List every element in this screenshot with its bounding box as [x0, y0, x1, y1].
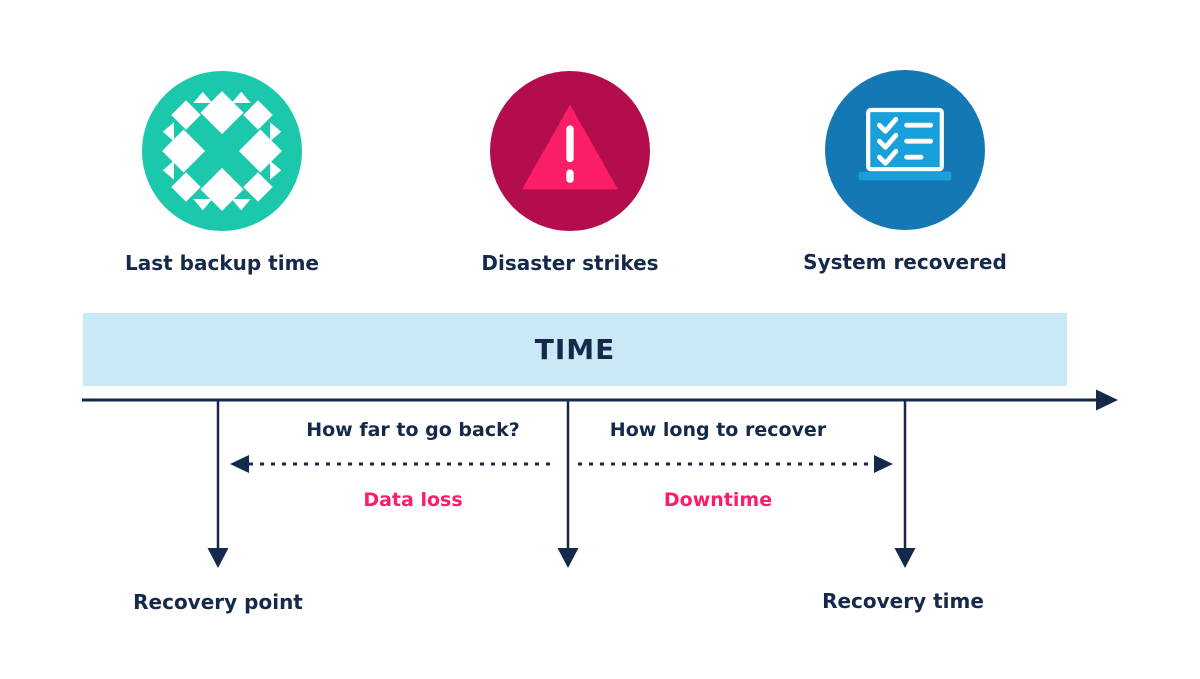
- milestone-last-backup: Last backup time: [92, 71, 352, 275]
- span-consequence-downtime: Downtime: [663, 489, 773, 511]
- time-band: TIME: [83, 313, 1067, 386]
- backup-diamonds-icon: [142, 71, 302, 231]
- milestone-label-recovered: System recovered: [803, 250, 1007, 274]
- dashed-arrow-data-loss: [230, 455, 557, 473]
- drop-arrow-recovery-time: [894, 401, 916, 568]
- time-band-label: TIME: [534, 333, 616, 366]
- span-question-left: How far to go back?: [306, 419, 520, 441]
- dashed-arrow-downtime: [578, 455, 893, 473]
- warning-triangle-icon: [490, 71, 650, 231]
- span-consequence-data-loss: Data loss: [363, 489, 463, 511]
- milestone-label-last-backup: Last backup time: [125, 251, 319, 275]
- laptop-checklist-icon: [825, 70, 985, 230]
- marker-label-recovery-point: Recovery point: [133, 590, 303, 614]
- drop-arrow-disaster: [557, 401, 579, 568]
- milestone-label-disaster: Disaster strikes: [481, 251, 659, 275]
- timeline-arrow: [82, 389, 1118, 411]
- milestone-disaster: Disaster strikes: [440, 71, 700, 275]
- milestone-recovered: System recovered: [775, 70, 1035, 274]
- marker-label-recovery-time: Recovery time: [822, 589, 984, 613]
- span-question-right: How long to recover: [609, 419, 827, 441]
- drop-arrow-recovery-point: [207, 401, 229, 568]
